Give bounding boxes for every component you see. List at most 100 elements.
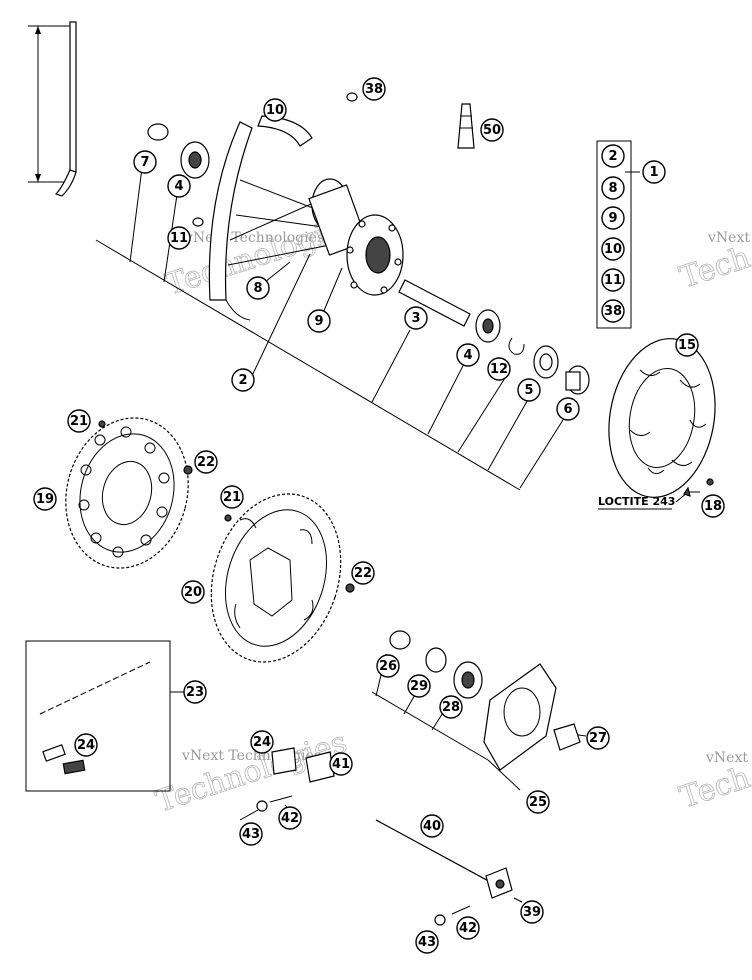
callout-circle [601,268,625,292]
callout-number: 39 [523,905,541,920]
callout-number: 38 [604,304,622,319]
callout-circle [376,654,400,678]
callout-circle [404,306,428,330]
callout-number: 21 [70,414,88,429]
callout-number: 41 [332,757,350,772]
callout-circle [520,900,544,924]
callout-c15: 15 [675,333,699,357]
callout-number: 27 [589,731,607,746]
chain-kit-box [25,640,185,792]
callout-circle [601,176,625,200]
callout-c4b: 4 [456,343,480,367]
chain-adjuster [239,747,335,821]
callout-number: 28 [442,700,460,715]
callout-c26: 26 [376,654,400,678]
callout-c38a: 38 [601,299,625,323]
callout-circle [183,680,207,704]
sprocket-carrier [371,630,587,791]
callout-number: 24 [77,738,95,753]
callout-number: 4 [463,348,472,363]
callout-number: 22 [197,455,215,470]
loctite-label: LOCTITE 243 [598,495,675,508]
callout-circle [601,206,625,230]
callout-number: 1 [649,165,658,180]
callout-circle [420,814,444,838]
callout-c2b: 2 [231,368,255,392]
callout-number: 18 [704,499,722,514]
callout-number: 24 [253,735,271,750]
callout-c10b: 10 [263,98,287,122]
callout-number: 26 [379,659,397,674]
callout-c38b: 38 [362,77,386,101]
callout-circle [133,150,157,174]
callout-number: 29 [410,679,428,694]
callout-circle [250,730,274,754]
callout-number: 22 [354,566,372,581]
watermark-text: Tech [676,240,752,295]
callout-c23: 23 [183,680,207,704]
callout-number: 23 [186,685,204,700]
callout-c42a: 42 [278,806,302,830]
callout-circle [439,695,463,719]
callout-c20: 20 [181,580,205,604]
callout-c10a: 10 [601,237,625,261]
callout-c40: 40 [420,814,444,838]
sprocket-small [210,493,355,663]
watermark-text: vNext [707,230,750,246]
callout-number: 2 [238,373,247,388]
callout-circle [601,299,625,323]
callout-c18: 18 [701,494,725,518]
callout-circle [701,494,725,518]
callout-circle [526,790,550,814]
callout-circle [415,930,439,954]
callout-c19: 19 [33,487,57,511]
callout-number: 21 [223,490,241,505]
wheel-rim [208,115,331,321]
callout-c1: 1 [642,160,666,184]
callout-number: 40 [423,819,441,834]
wheel-hub [308,178,404,296]
callout-circle [487,357,511,381]
callout-number: 38 [365,82,383,97]
callout-c41: 41 [329,752,353,776]
callout-circle [601,144,625,168]
callout-number: 15 [678,338,696,353]
callout-c9a: 9 [601,206,625,230]
callout-number: 19 [36,492,54,507]
callout-number: 50 [483,123,501,138]
callout-c24a: 24 [74,733,98,757]
callout-number: 2 [608,149,617,164]
sprocket-large [65,417,193,569]
callout-number: 6 [563,402,572,417]
callout-c39: 39 [520,900,544,924]
loctite-note: LOCTITE 243 [598,495,675,510]
callout-circle [220,485,244,509]
callout-number: 3 [411,311,420,326]
callout-circle [194,450,218,474]
callout-circle [642,160,666,184]
callout-circle [456,916,480,940]
callout-circle [167,174,191,198]
callout-circle [33,487,57,511]
callout-circle [601,237,625,261]
watermark-text: vNext [705,750,748,766]
callout-circle [456,343,480,367]
callout-circle [675,333,699,357]
callout-c9b: 9 [307,309,331,333]
callout-number: 10 [266,103,284,118]
callout-c6: 6 [556,397,580,421]
callout-number: 43 [242,827,260,842]
callout-c12: 12 [487,357,511,381]
callout-c11b: 11 [167,226,191,250]
callout-circle [517,378,541,402]
callout-c24b: 24 [250,730,274,754]
callout-circle [239,822,263,846]
callout-circle [231,368,255,392]
callout-c43a: 43 [239,822,263,846]
callout-circle [278,806,302,830]
callout-c21b: 21 [220,485,244,509]
callout-number: 9 [314,314,323,329]
callout-circle [246,276,270,300]
callout-number: 42 [281,811,299,826]
callout-c42b: 42 [456,916,480,940]
